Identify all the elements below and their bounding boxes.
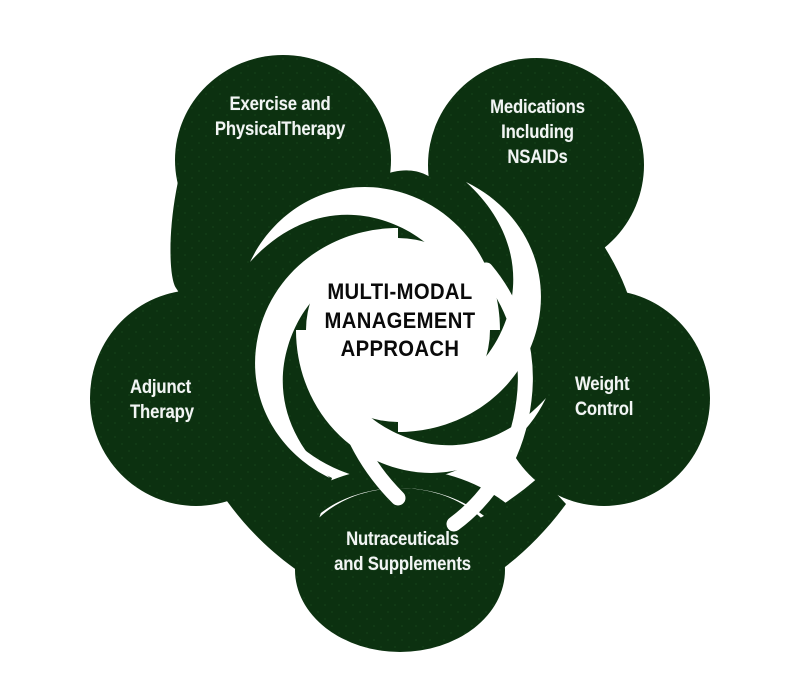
petal-group [90,55,710,652]
swirl-core [246,178,550,482]
